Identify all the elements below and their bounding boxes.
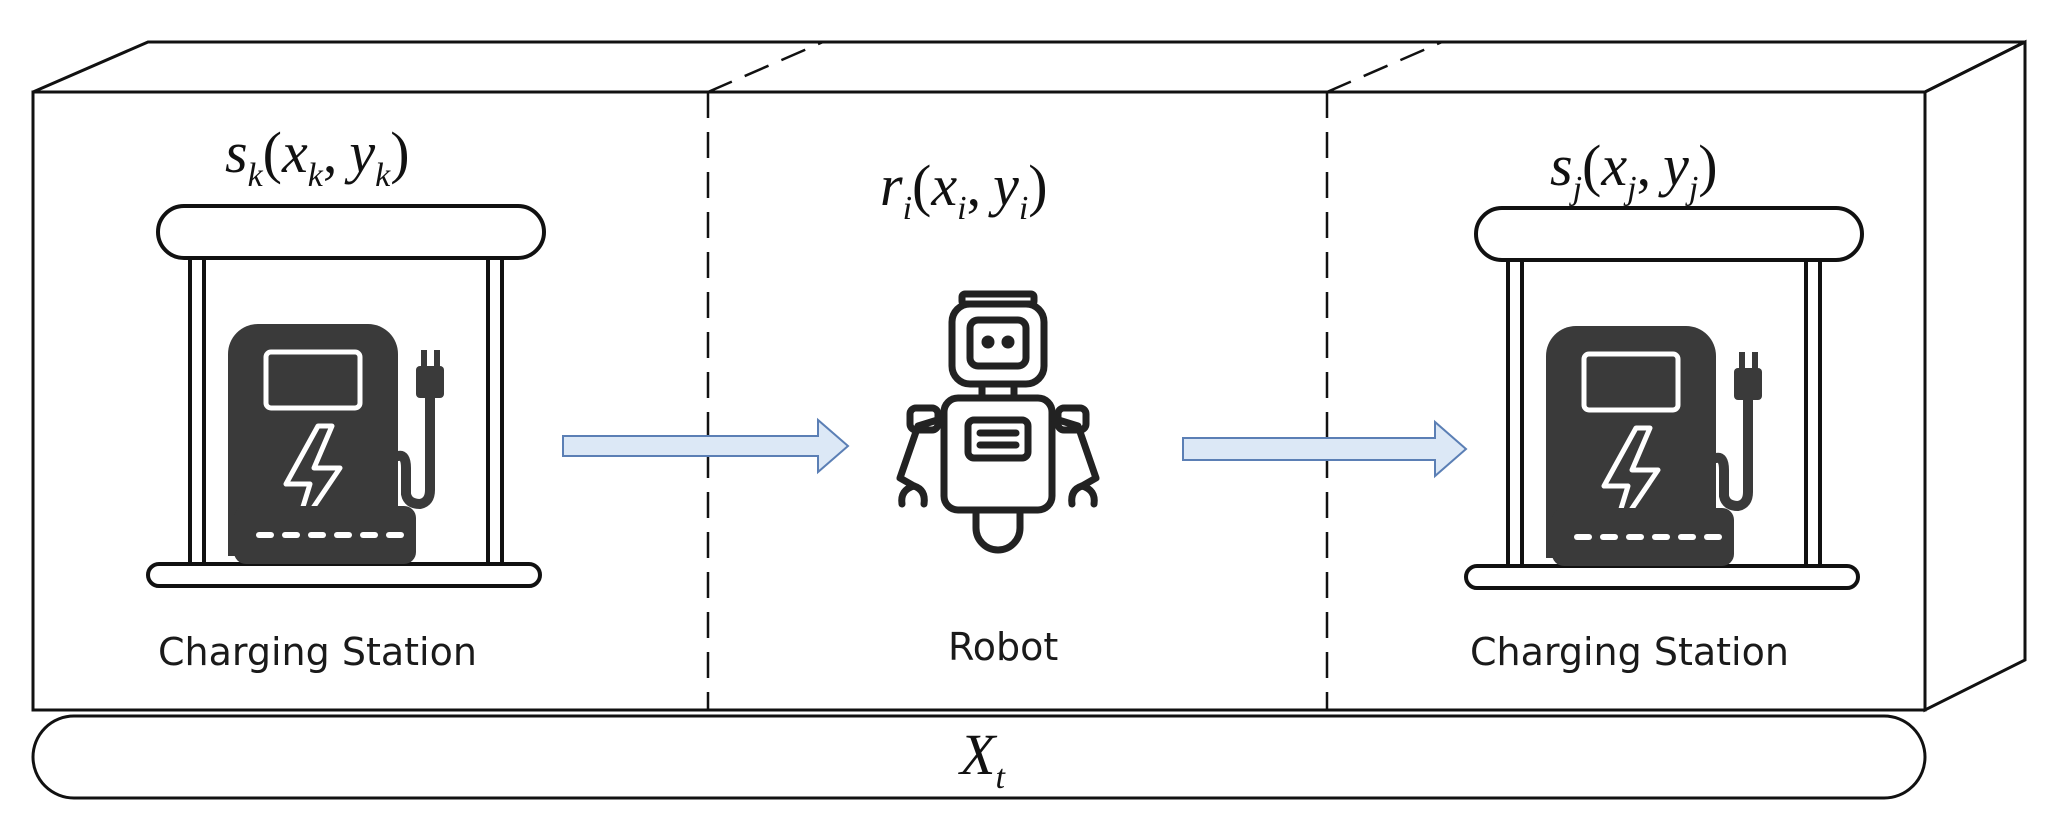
- base-platform: [31, 714, 1927, 800]
- left-station-label: Charging Station: [158, 630, 477, 674]
- left-station-coordinates: sk(xk,yk): [225, 120, 410, 194]
- charging-station-icon: [1464, 206, 1864, 590]
- base-label: Xt: [958, 722, 1006, 796]
- charging-station-icon: [146, 204, 546, 588]
- right-station-coordinates: sj(xj,yj): [1550, 133, 1718, 207]
- right-arrow-icon: [1182, 419, 1468, 479]
- partition-top-dash-1: [707, 40, 824, 94]
- robot-coordinates: ri(xi,yi): [880, 153, 1048, 227]
- right-station-label: Charging Station: [1470, 630, 1789, 674]
- robot-icon: [896, 290, 1100, 554]
- right-arrow-icon: [562, 417, 850, 475]
- box-top-face: [32, 40, 2026, 94]
- partition-top-dash-2: [1326, 40, 1443, 94]
- robot-label: Robot: [948, 625, 1058, 669]
- box-side-face: [1923, 39, 2027, 713]
